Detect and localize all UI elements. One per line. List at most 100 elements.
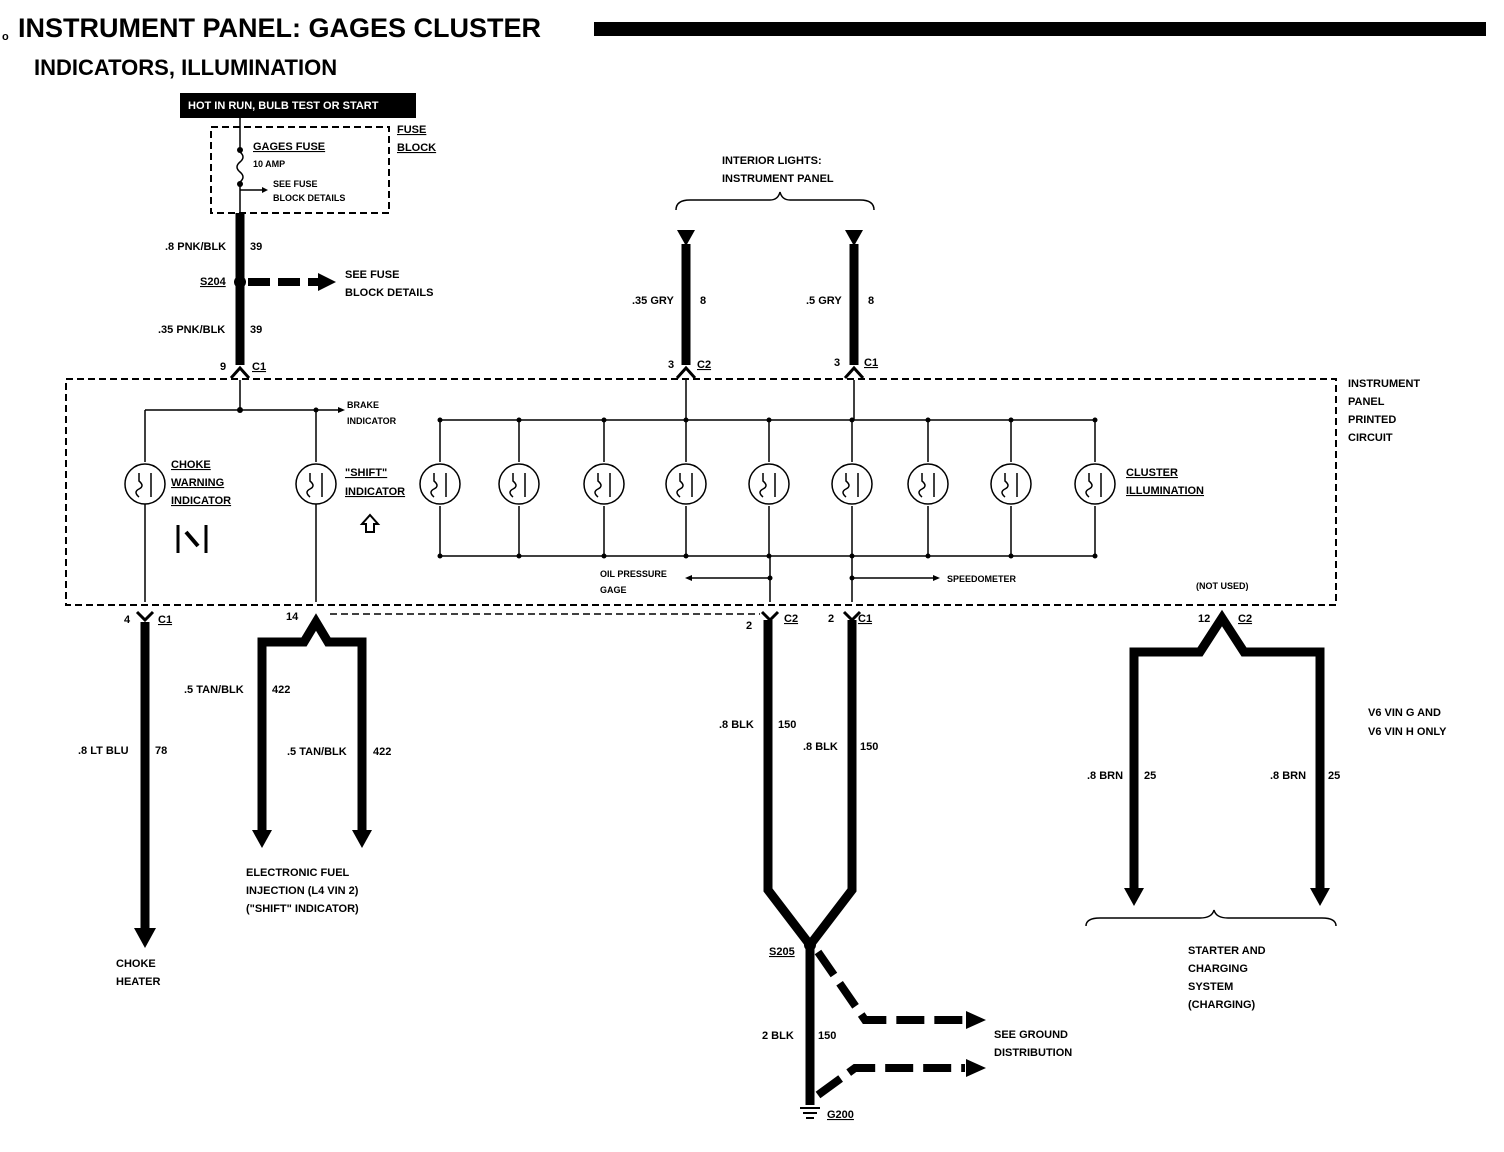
tan-2-arrow-icon xyxy=(352,830,372,848)
blk-1-label: .8 BLK xyxy=(719,719,754,731)
tan-1-num: 422 xyxy=(272,684,290,696)
gry-1-arrow-icon xyxy=(677,230,695,246)
fuse-icon xyxy=(236,151,244,183)
fuse-block-label-1: FUSE xyxy=(397,124,426,136)
c1-3-label: C1 xyxy=(864,357,878,369)
corner-mark: o xyxy=(2,31,9,43)
cluster-bulb-icon xyxy=(665,417,707,559)
not-used-label: (NOT USED) xyxy=(1196,581,1249,591)
ground-dist-arrow-2-icon xyxy=(966,1059,986,1077)
splice-s205-label: S205 xyxy=(769,946,795,958)
brake-label-1: BRAKE xyxy=(347,400,379,410)
interior-brace xyxy=(675,191,875,211)
cluster-label-1: CLUSTER xyxy=(1126,467,1178,479)
ipc-label-3: PRINTED xyxy=(1348,414,1396,426)
tan-1-label: .5 TAN/BLK xyxy=(184,684,244,696)
efi-label-3: ("SHIFT" INDICATOR) xyxy=(246,903,359,915)
choke-label-2: WARNING xyxy=(171,477,224,489)
shift-arrow-icon xyxy=(359,513,381,533)
blk-1-num: 150 xyxy=(778,719,796,731)
shift-bulb-icon xyxy=(295,463,337,505)
shift-label-2: INDICATOR xyxy=(345,486,405,498)
choke-heater-2: HEATER xyxy=(116,976,160,988)
c2-12-pin: 12 xyxy=(1198,613,1210,625)
wire-pnk-bot-num: 39 xyxy=(250,324,262,336)
brake-arrow-icon xyxy=(338,407,345,413)
see-fuse-label: SEE FUSE xyxy=(273,179,318,189)
see-fuse-details-2: BLOCK DETAILS xyxy=(345,287,433,299)
blk-2-num: 150 xyxy=(860,741,878,753)
connector-c1-4-icon xyxy=(135,610,155,623)
lt-blu-num: 78 xyxy=(155,745,167,757)
tan-2-num: 422 xyxy=(373,746,391,758)
title-rule xyxy=(594,22,1486,36)
starter-brace xyxy=(1085,909,1337,927)
cluster-bulb-icon xyxy=(498,417,540,559)
see-fuse-details-1: SEE FUSE xyxy=(345,269,399,281)
connector-c2-2-icon xyxy=(760,610,780,623)
ipc-label-2: PANEL xyxy=(1348,396,1385,408)
interior-lights-2: INSTRUMENT PANEL xyxy=(722,173,834,185)
tan-1-arrow-icon xyxy=(252,830,272,848)
blk-2-label: .8 BLK xyxy=(803,741,838,753)
gry-1-num: 8 xyxy=(700,295,706,307)
gry-2-num: 8 xyxy=(868,295,874,307)
c2-2-pin: 2 xyxy=(746,620,752,632)
cluster-bulb-icon xyxy=(907,417,949,559)
gry-2-arrow-icon xyxy=(845,230,863,246)
oil-pressure-label-1: OIL PRESSURE xyxy=(600,569,667,579)
starter-label-4: (CHARGING) xyxy=(1188,999,1256,1011)
brn-1-label: .8 BRN xyxy=(1087,770,1123,782)
block-details-label: BLOCK DETAILS xyxy=(273,193,345,203)
gry-2-label: .5 GRY xyxy=(806,295,842,307)
fuse-detail-arrow-icon xyxy=(262,187,268,193)
interior-lights-1: INTERIOR LIGHTS: xyxy=(722,155,822,167)
page-subtitle: INDICATORS, ILLUMINATION xyxy=(34,55,337,80)
ipc-label-4: CIRCUIT xyxy=(1348,432,1393,444)
lt-blu-label: .8 LT BLU xyxy=(78,745,129,757)
starter-label-3: SYSTEM xyxy=(1188,981,1233,993)
efi-label-2: INJECTION (L4 VIN 2) xyxy=(246,885,359,897)
blk-2ga-label: 2 BLK xyxy=(762,1030,794,1042)
connector-c1-9-icon xyxy=(229,365,251,380)
efi-label-1: ELECTRONIC FUEL xyxy=(246,867,350,879)
cluster-bulb-icon xyxy=(1074,417,1116,559)
connector-c1-3-icon xyxy=(843,365,865,380)
hot-in-run-banner xyxy=(180,93,416,118)
tan-2-label: .5 TAN/BLK xyxy=(287,746,347,758)
starter-label-2: CHARGING xyxy=(1188,963,1248,975)
choke-heater-arrow-icon xyxy=(134,928,156,948)
c1-2-label: C1 xyxy=(858,613,872,625)
fuse-node-top xyxy=(237,147,243,153)
choke-bulb-icon xyxy=(124,463,166,505)
brn-wires xyxy=(1129,609,1325,890)
see-ground-2: DISTRIBUTION xyxy=(994,1047,1072,1059)
c2-3-label: C2 xyxy=(697,359,711,371)
ground-dist-wire-1 xyxy=(814,949,965,1024)
ground-dist-arrow-1-icon xyxy=(966,1011,986,1029)
brn-1-num: 25 xyxy=(1144,770,1156,782)
wire-pnk-top-label: .8 PNK/BLK xyxy=(165,241,226,253)
c1-4-label: C1 xyxy=(158,614,172,626)
fuse-amp-label: 10 AMP xyxy=(253,159,285,169)
cluster-bulb-icon xyxy=(990,417,1032,559)
gry-1-label: .35 GRY xyxy=(632,295,674,307)
ground-icon xyxy=(800,1107,820,1119)
page-title: INSTRUMENT PANEL: GAGES CLUSTER xyxy=(18,13,541,43)
fuse-block-box xyxy=(210,126,390,214)
choke-heater-1: CHOKE xyxy=(116,958,156,970)
hot-in-run-label: HOT IN RUN, BULB TEST OR START xyxy=(188,100,379,112)
c1-4-pin: 4 xyxy=(124,614,131,626)
oil-pressure-label-2: GAGE xyxy=(600,585,627,595)
ground-g200-label: G200 xyxy=(827,1109,854,1121)
ground-dist-wire-2 xyxy=(815,1064,965,1099)
blk-ground-wires xyxy=(763,620,857,953)
c2-12-label: C2 xyxy=(1238,613,1252,625)
choke-symbol-icon xyxy=(176,525,208,553)
cluster-bulb-icon xyxy=(748,417,790,559)
choke-label-1: CHOKE xyxy=(171,459,211,471)
brn-2-num: 25 xyxy=(1328,770,1340,782)
cluster-label-2: ILLUMINATION xyxy=(1126,485,1204,497)
choke-label-3: INDICATOR xyxy=(171,495,231,507)
gages-fuse-label: GAGES FUSE xyxy=(253,141,325,153)
